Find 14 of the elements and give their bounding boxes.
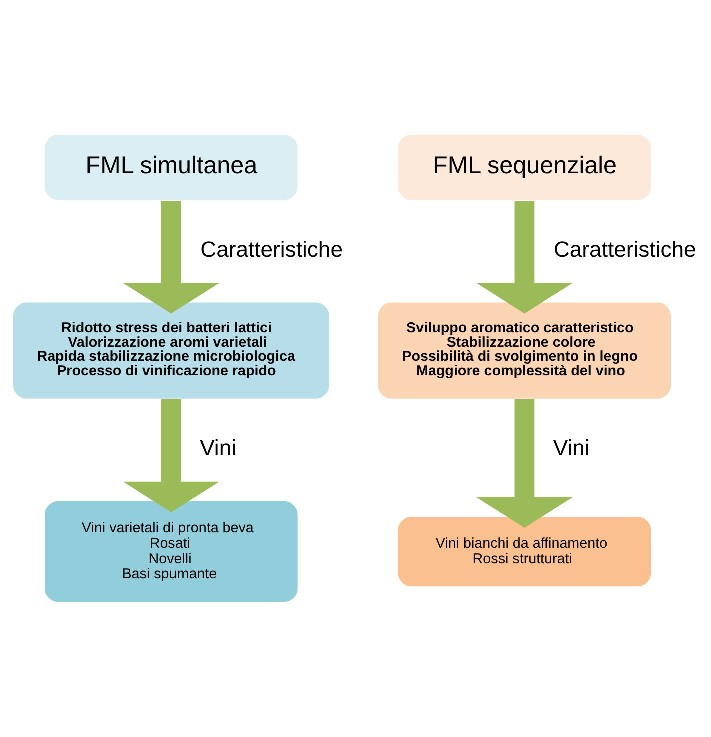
edge-label: Caratteristiche: [554, 236, 696, 262]
edge-label: Vini: [200, 436, 237, 461]
node-box: Vini varietali di pronta beva Rosati Novelli Basi spumante: [44, 500, 299, 604]
arrow: [476, 201, 573, 314]
node-box: Vini bianchi da affinamento Rossi strutturati: [397, 516, 652, 588]
arrow: [476, 400, 573, 528]
node-box: FML sequenziale: [397, 134, 652, 202]
node-box: Ridotto stress dei batteri lattici Valorizzazione aromi varietali Rapida stabilizzazione microbiologica Processo di vinificazione rapido: [12, 302, 330, 400]
node-box: FML simultanea: [44, 134, 299, 202]
arrow: [123, 201, 220, 314]
arrow: [123, 400, 220, 512]
edge-label: Caratteristiche: [200, 236, 343, 262]
edge-label: Vini: [553, 436, 590, 461]
node-box: Sviluppo aromatico caratteristico Stabilizzazione colore Possibilità di svolgimento in legno Maggiore complessità del vino: [377, 302, 672, 400]
